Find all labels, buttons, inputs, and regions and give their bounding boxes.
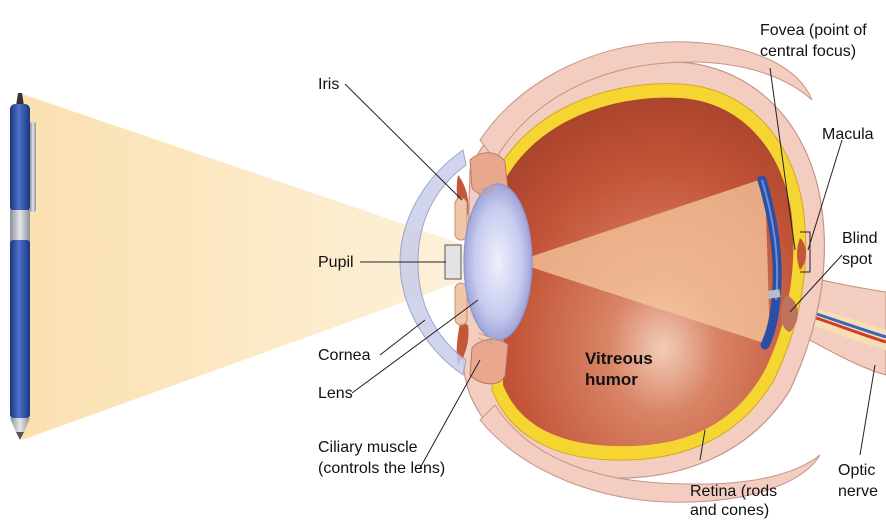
label-fovea-line2: central focus) — [760, 43, 857, 60]
label-ciliary-line2: (controls the lens) — [318, 460, 446, 477]
label-fovea-line1: Fovea (point of — [760, 22, 867, 39]
zonules — [477, 184, 497, 346]
label-ciliary-line1: Ciliary muscle — [318, 439, 418, 456]
retina-image-pen — [757, 175, 782, 350]
iris-upper — [454, 197, 468, 241]
light-cone — [22, 94, 515, 440]
label-optic-line2: nerve — [838, 483, 879, 500]
label-blind-line2: spot — [842, 251, 873, 268]
label-retina-line1: Retina (rods — [690, 483, 778, 500]
label-macula: Macula — [822, 126, 874, 143]
macula-bracket — [800, 231, 811, 273]
label-iris: Iris — [318, 76, 340, 93]
blind-spot-disc — [781, 295, 798, 332]
label-vitreous-line1: Vitreous — [585, 349, 653, 368]
label-optic-line1: Optic — [838, 462, 876, 479]
lens — [463, 183, 533, 341]
pen-object — [10, 93, 36, 440]
light-beam-inner — [515, 178, 770, 345]
pupil-marker — [444, 244, 462, 280]
upper-sheath — [479, 41, 813, 161]
iris-lower — [454, 282, 468, 326]
lower-sheath — [479, 404, 821, 503]
label-vitreous-line2: humor — [585, 370, 638, 389]
label-lens: Lens — [318, 385, 353, 402]
cornea — [399, 149, 467, 376]
leader-lines — [344, 67, 876, 469]
label-pupil: Pupil — [318, 254, 354, 271]
fovea-pit — [797, 238, 806, 270]
label-retina-line2: and cones) — [690, 502, 770, 519]
label-cornea: Cornea — [318, 347, 371, 364]
label-blind-line1: Blind — [842, 230, 878, 247]
